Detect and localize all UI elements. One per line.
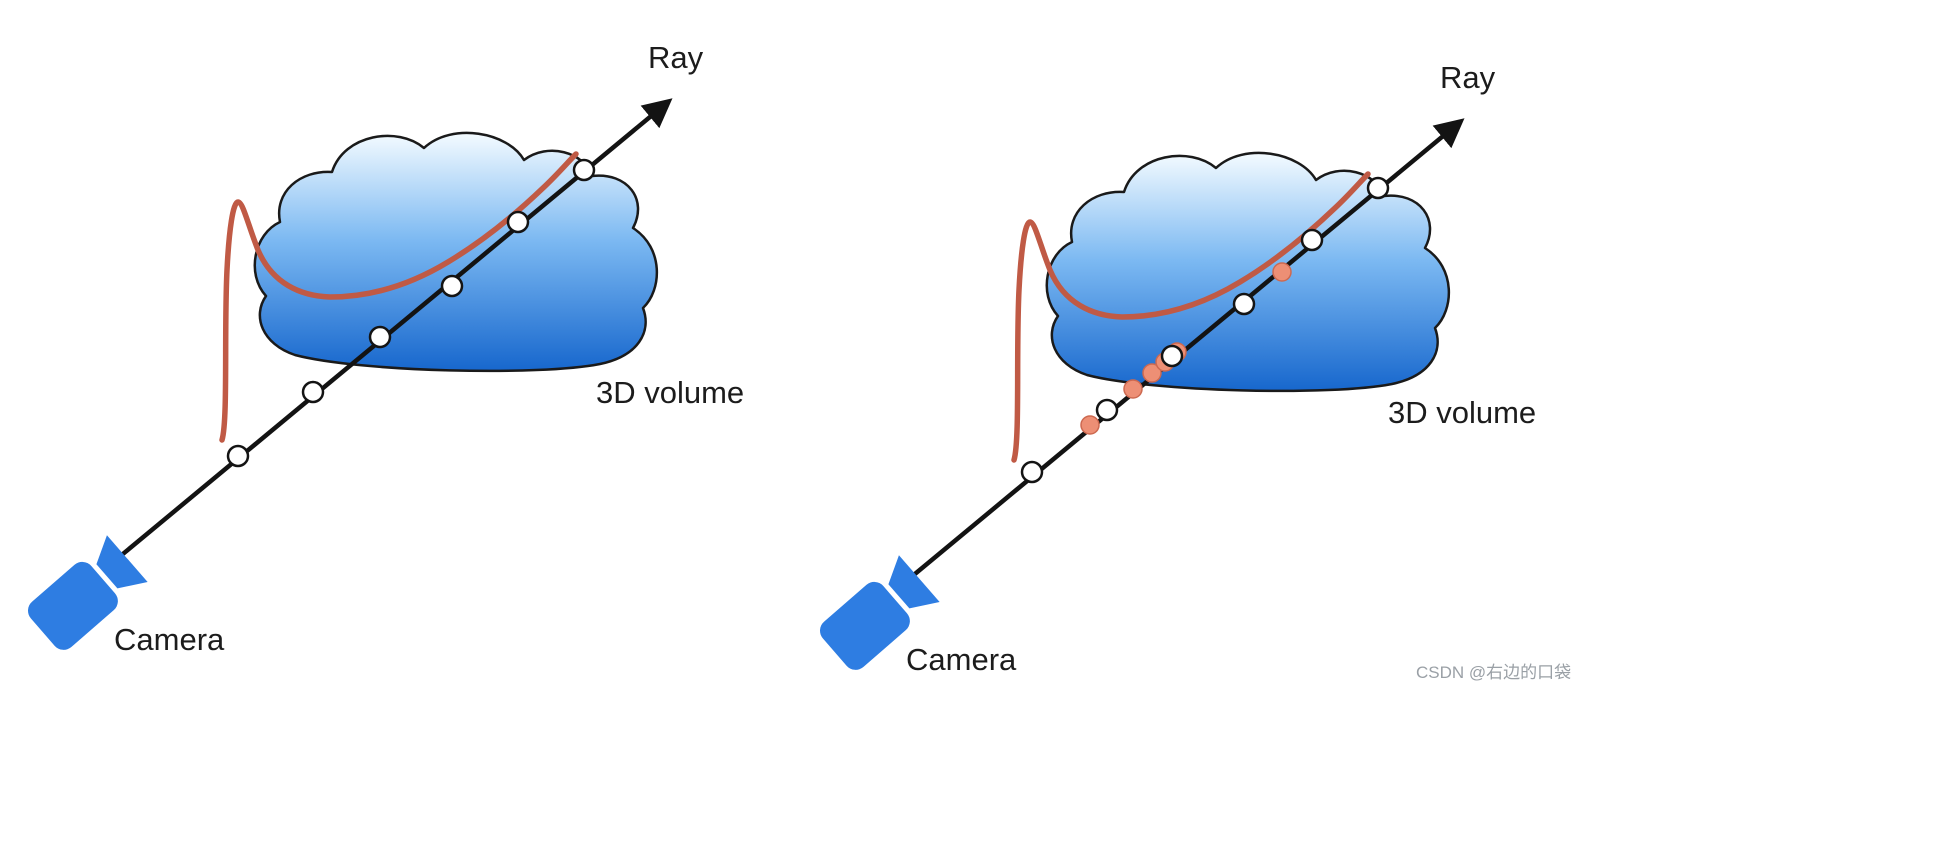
- sample-point-coarse: [506, 210, 530, 234]
- camera-label: Camera: [906, 642, 1017, 677]
- panel-left: Ray 3D volume Camera: [28, 40, 744, 657]
- sample-point-fine: [1272, 262, 1292, 282]
- sample-point-coarse: [1095, 398, 1119, 422]
- camera-icon: [820, 555, 940, 670]
- sample-point-coarse: [226, 444, 250, 468]
- sample-point-coarse: [1300, 228, 1324, 252]
- volume-cloud: [253, 131, 659, 373]
- sample-point-coarse: [440, 274, 464, 298]
- volume-label: 3D volume: [1388, 395, 1536, 430]
- watermark: CSDN @右边的口袋: [1416, 663, 1571, 682]
- sample-point-fine: [1142, 363, 1162, 383]
- panel-left-samples: [226, 158, 596, 468]
- sample-point-fine: [1080, 415, 1100, 435]
- sample-point-coarse: [368, 325, 392, 349]
- sample-point-coarse: [1020, 460, 1044, 484]
- ray-label: Ray: [1440, 60, 1496, 95]
- panel-right-samples: [1020, 176, 1390, 484]
- sample-point-fine: [1123, 379, 1143, 399]
- camera-label: Camera: [114, 622, 225, 657]
- sample-point-coarse: [572, 158, 596, 182]
- sample-point-coarse: [1160, 344, 1184, 368]
- sample-point-coarse: [301, 380, 325, 404]
- camera-icon: [28, 535, 148, 650]
- ray-label: Ray: [648, 40, 704, 75]
- volume-label: 3D volume: [596, 375, 744, 410]
- panel-right: Ray 3D volume Camera: [820, 60, 1536, 677]
- sample-point-coarse: [1232, 292, 1256, 316]
- sample-point-coarse: [1366, 176, 1390, 200]
- density-curve: [219, 151, 579, 443]
